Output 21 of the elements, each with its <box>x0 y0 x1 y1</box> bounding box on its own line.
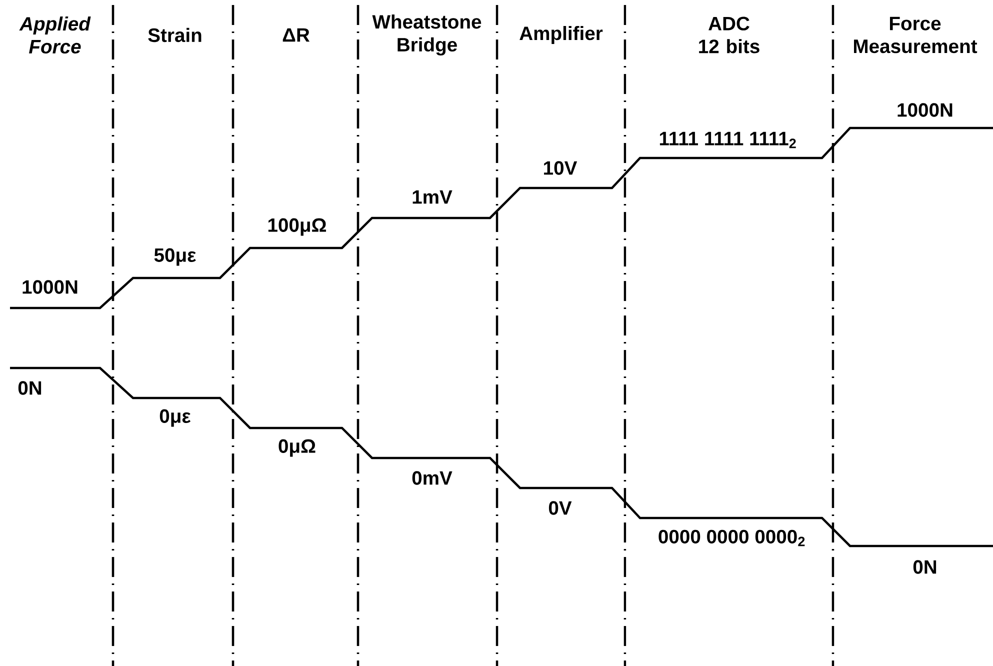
value-label: 1000N <box>898 103 952 117</box>
value-label: 0N <box>18 381 42 395</box>
column-header: ΔR <box>282 28 310 42</box>
value-label: 0000 0000 0000$_{2}$ <box>658 530 805 546</box>
column-header: Amplifier <box>520 26 603 44</box>
value-label: 50με <box>154 248 196 266</box>
value-label: 1mV <box>412 190 452 204</box>
value-label: 0μΩ <box>278 439 316 457</box>
column-header: Force Measurement <box>854 16 978 54</box>
column-header: ADC 12 bits <box>699 16 760 54</box>
value-label: 0με <box>160 409 191 427</box>
value-label: 0mV <box>412 471 452 485</box>
value-label: 0N <box>913 560 936 574</box>
value-label: 10V <box>544 161 578 175</box>
column-header: Applied Force <box>19 16 91 54</box>
column-header: Wheatstone Bridge <box>372 14 482 56</box>
value-label: 1111 1111 1111$_{2}$ <box>660 132 796 148</box>
value-label: 0V <box>548 501 572 515</box>
value-label: 1000N <box>22 280 78 294</box>
column-header: Strain <box>148 28 202 42</box>
value-label: 100μΩ <box>268 218 326 236</box>
